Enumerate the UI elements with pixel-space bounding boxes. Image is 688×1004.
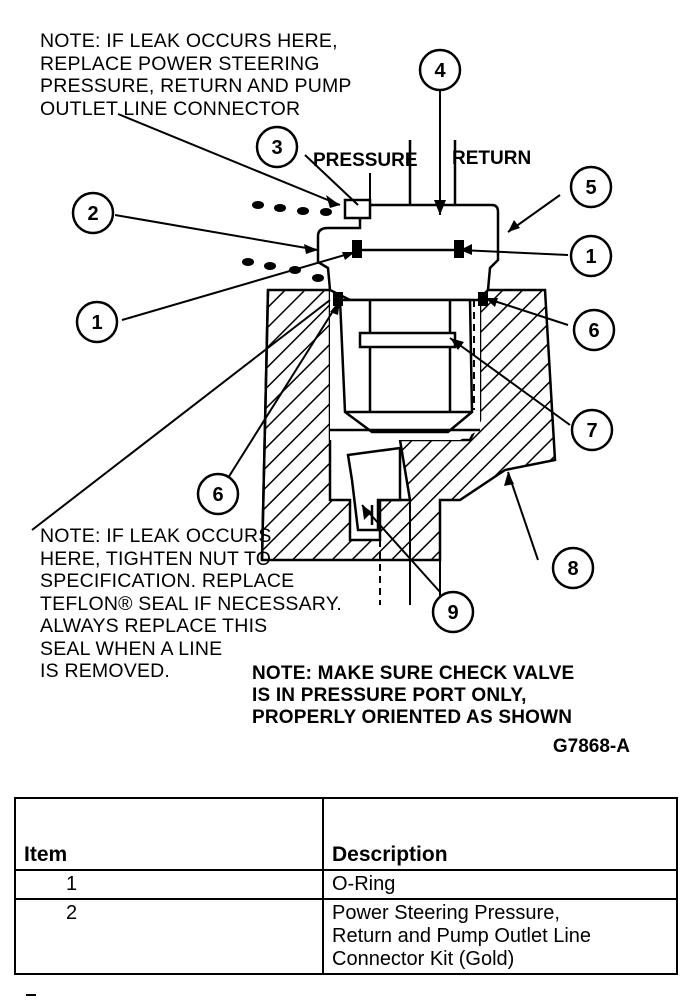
- svg-text:3: 3: [271, 137, 282, 159]
- svg-text:2: 2: [87, 203, 98, 225]
- callout-7: 7: [570, 408, 614, 452]
- note-line: TEFLON® SEAL IF NECESSARY.: [40, 592, 343, 615]
- o-rings: [333, 240, 488, 306]
- callout-6-left: 6: [196, 472, 240, 516]
- note-line: PROPERLY ORIENTED AS SHOWN: [252, 707, 573, 728]
- note-line: HERE, TIGHTEN NUT TO: [40, 547, 272, 570]
- note-line: IS REMOVED.: [40, 660, 171, 682]
- description-line: O-Ring: [332, 873, 396, 895]
- svg-text:9: 9: [447, 602, 458, 624]
- top-note: NOTE: IF LEAK OCCURS HERE, REPLACE POWER…: [40, 30, 352, 120]
- svg-text:5: 5: [585, 177, 596, 199]
- connector-body: [316, 203, 500, 434]
- left-note: NOTE: IF LEAK OCCURS HERE, TIGHTEN NUT T…: [40, 525, 342, 683]
- item-number: 2: [14, 898, 324, 975]
- callout-5: 5: [569, 165, 613, 209]
- callout-9: 9: [431, 590, 475, 634]
- callout-6-right: 6: [572, 308, 616, 352]
- svg-text:1: 1: [585, 246, 596, 268]
- table-row: 2 Power Steering Pressure, Return and Pu…: [14, 898, 678, 975]
- callout-1-left: 1: [75, 300, 119, 344]
- description-column-header: Description: [322, 797, 678, 871]
- return-label: RETURN: [452, 148, 532, 169]
- note-line: OUTLET LINE CONNECTOR: [40, 97, 301, 120]
- note-line: REPLACE POWER STEERING: [40, 52, 320, 75]
- callout-8: 8: [551, 546, 595, 590]
- connector-diagram: 4 3 2 1 5 1 6 7 6 8 9: [31, 48, 616, 634]
- callout-3: 3: [255, 125, 299, 169]
- item-number: 1: [14, 869, 324, 900]
- note-line: ALWAYS REPLACE THIS: [40, 615, 268, 637]
- leader-lines: [31, 90, 571, 593]
- svg-text:1: 1: [91, 312, 102, 334]
- table-row: 1 O-Ring: [14, 869, 678, 900]
- arrow-heads: [304, 195, 520, 520]
- page-edge-mark: [26, 994, 36, 996]
- parts-table: Item Description 1 O-Ring 2 Power Steeri…: [14, 797, 678, 975]
- item-description: O-Ring: [322, 869, 678, 900]
- note-line: SEAL WHEN A LINE: [40, 637, 223, 660]
- callout-2: 2: [71, 191, 115, 235]
- bottom-note: NOTE: MAKE SURE CHECK VALVE IS IN PRESSU…: [252, 663, 574, 729]
- callout-1-right: 1: [569, 234, 613, 278]
- description-line: Power Steering Pressure,: [332, 902, 560, 924]
- table-header-row: Item Description: [14, 797, 678, 871]
- description-line: Return and Pump Outlet Line: [332, 925, 592, 947]
- svg-text:4: 4: [434, 60, 446, 82]
- note-line: NOTE: MAKE SURE CHECK VALVE: [252, 663, 575, 684]
- lines: [343, 140, 457, 220]
- note-line: NOTE: IF LEAK OCCURS: [40, 525, 272, 547]
- svg-text:6: 6: [212, 484, 223, 506]
- item-description: Power Steering Pressure, Return and Pump…: [322, 898, 678, 975]
- svg-text:6: 6: [588, 320, 599, 342]
- item-column-header: Item: [14, 797, 324, 871]
- note-line: IS IN PRESSURE PORT ONLY,: [252, 685, 527, 706]
- svg-text:8: 8: [567, 558, 578, 580]
- callout-4: 4: [418, 48, 462, 92]
- description-line: Connector Kit (Gold): [332, 948, 515, 970]
- figure-code: G7868-A: [552, 736, 630, 757]
- pressure-label: PRESSURE: [313, 150, 418, 171]
- note-line: SPECIFICATION. REPLACE: [40, 570, 295, 592]
- note-line: NOTE: IF LEAK OCCURS HERE,: [40, 30, 338, 52]
- note-line: PRESSURE, RETURN AND PUMP: [40, 75, 352, 97]
- svg-text:7: 7: [586, 420, 597, 442]
